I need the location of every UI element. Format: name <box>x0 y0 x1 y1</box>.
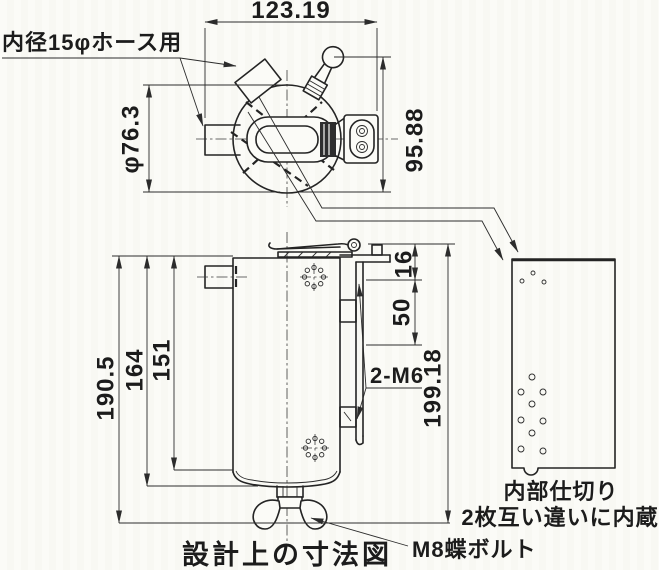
toggle-latch-plan <box>246 114 379 164</box>
dim-top-height-text: 95.88 <box>402 107 429 172</box>
dim-diameter: φ76.3 <box>118 84 282 193</box>
dim-190-5-text: 190.5 <box>93 355 120 420</box>
hose-stub-left <box>204 124 241 156</box>
top-view: 123.19 95.88 φ76.3 内径15φホース用 <box>2 0 519 261</box>
hose-note: 内径15φホース用 <box>2 30 237 127</box>
partition-view: 内部仕切り 2枚互い違いに内蔵 <box>461 258 658 530</box>
hose-note-text: 内径15φホース用 <box>2 30 182 55</box>
dim-50-text: 50 <box>389 298 416 327</box>
dim-left-stack: 151 164 190.5 <box>93 255 450 524</box>
vent-holes-bottom <box>301 434 329 462</box>
callout-m8-text: M8蝶ボルト <box>412 537 537 562</box>
hose-stub-top <box>234 58 282 104</box>
dim-right-stack: 16 50 199.18 <box>366 243 455 524</box>
callout-m8-wing-bolt: M8蝶ボルト <box>310 517 537 562</box>
dim-overall-width-text: 123.19 <box>251 0 330 24</box>
drawing-caption: 設計上の寸法図 <box>182 539 392 570</box>
partition-label-line2: 2枚互い違いに内蔵 <box>461 505 658 530</box>
dim-199-18-text: 199.18 <box>420 348 447 427</box>
callout-2-m6: 2-M6 <box>356 283 424 420</box>
dim-164-text: 164 <box>122 348 149 391</box>
partition-label-line1: 内部仕切り <box>503 479 618 504</box>
hose-stub-front <box>197 265 247 289</box>
toggle-latch-side <box>268 238 361 258</box>
vent-holes-top <box>300 263 328 291</box>
dim-151-text: 151 <box>149 338 176 381</box>
dim-16-text: 16 <box>391 250 418 279</box>
dim-overall-width: 123.19 <box>204 0 378 118</box>
front-view: 151 164 190.5 16 50 199.18 2-M6 <box>93 232 537 562</box>
callout-2-m6-text: 2-M6 <box>370 363 424 388</box>
dim-top-height: 95.88 <box>298 56 429 193</box>
dim-diameter-text: φ76.3 <box>118 105 145 174</box>
clamp-knob <box>302 45 345 101</box>
